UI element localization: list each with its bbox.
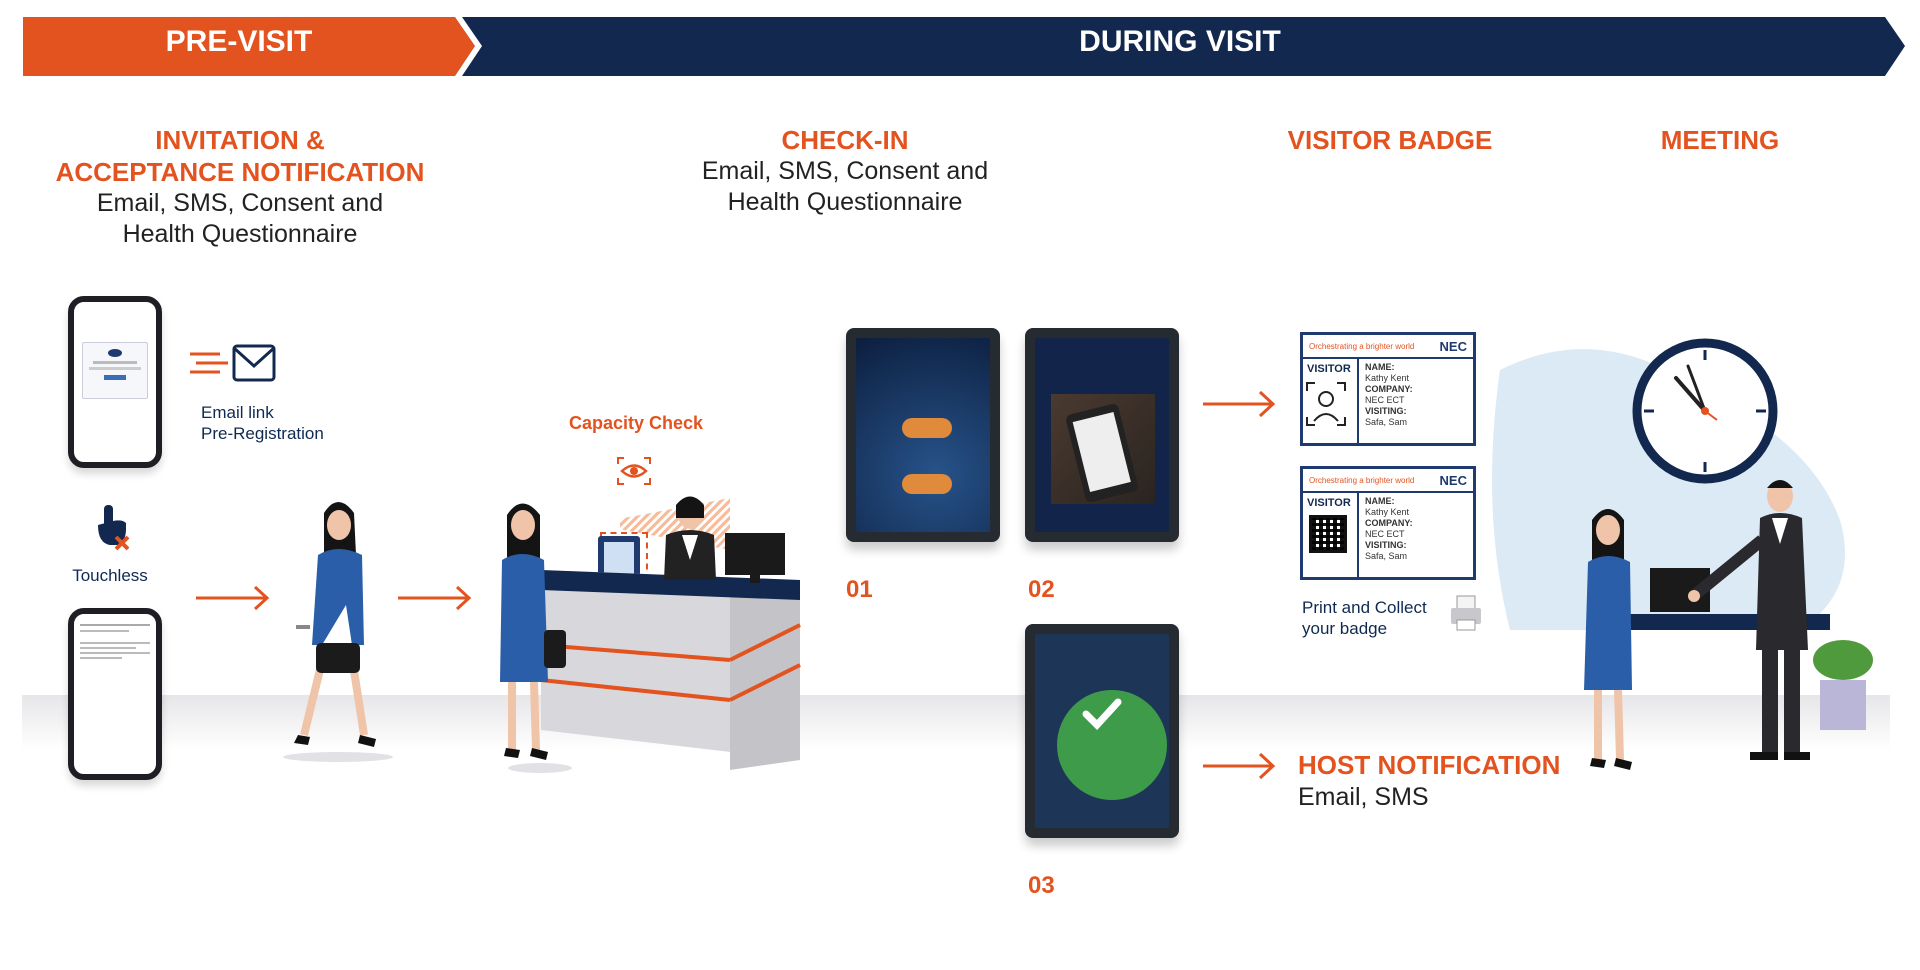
host-notification-sub: Email, SMS <box>1298 783 1429 811</box>
touchless-label: Touchless <box>72 566 148 585</box>
capacity-check-label: Capacity Check <box>568 413 704 433</box>
print-collect-line1: Print and Collect <box>1302 598 1427 617</box>
visitor-badge-face: Orchestrating a brighter world NEC VISIT… <box>1300 332 1476 446</box>
arrow-tablet-to-host <box>1203 752 1276 780</box>
arrow-walker-to-desk <box>398 585 472 611</box>
visitor-badge-title: VISITOR BADGE <box>1287 125 1493 155</box>
step-02: 02 <box>1028 576 1055 603</box>
badge-visiting-value: Safa, Sam <box>1365 417 1408 427</box>
badge-qr-visiting-label: VISITING: <box>1365 540 1407 550</box>
invitation-section: INVITATION & ACCEPTANCE NOTIFICATION Ema… <box>40 124 440 250</box>
email-link-line2: Pre-Registration <box>201 424 324 443</box>
badge-qr-name-value: Kathy Kent <box>1365 507 1410 517</box>
meeting-title: MEETING <box>1660 125 1780 155</box>
email-link-line1: Email link <box>201 403 274 422</box>
envelope-icon <box>190 344 276 382</box>
tablet-checked-in-screen <box>1035 634 1169 828</box>
invitation-sub-line2: Health Questionnaire <box>122 220 358 248</box>
badge-qr-company-value: NEC ECT <box>1365 529 1405 539</box>
badge-company-value: NEC ECT <box>1365 395 1405 405</box>
meeting-backdrop <box>1492 349 1845 630</box>
during-visit-label: DURING VISIT <box>1079 25 1281 58</box>
host-notification-title: HOST NOTIFICATION <box>1298 750 1561 780</box>
badge-qr-tagline: Orchestrating a brighter world <box>1309 475 1415 485</box>
badge-visiting-label: VISITING: <box>1365 406 1407 416</box>
tablet-welcome <box>846 328 1000 542</box>
invitation-sub-line1: Email, SMS, Consent and <box>96 189 384 217</box>
phone-confirmation <box>68 608 162 780</box>
email-link-text: Email link Pre-Registration <box>201 402 324 444</box>
badge-tagline: Orchestrating a brighter world <box>1309 341 1415 351</box>
phone-registration <box>68 296 162 468</box>
touch-hand-icon <box>98 505 130 551</box>
during-visit-banner <box>455 17 1905 76</box>
checkin-sub-line1: Email, SMS, Consent and <box>701 157 989 185</box>
badge-name-value: Kathy Kent <box>1365 373 1410 383</box>
visitor-badge-qr: Orchestrating a brighter world NEC VISIT… <box>1300 466 1476 580</box>
step-01: 01 <box>846 576 873 603</box>
invitation-title-line2: ACCEPTANCE NOTIFICATION <box>55 157 425 187</box>
tablet-qr-scan <box>1025 328 1179 542</box>
checkin-title: CHECK-IN <box>781 125 909 155</box>
printer-icon <box>1451 595 1481 631</box>
host-notification-section: HOST NOTIFICATION Email, SMS <box>1298 750 1560 812</box>
meeting-scene <box>1492 349 1873 770</box>
badge-visitor-label: VISITOR <box>1307 363 1351 375</box>
banner-bar <box>23 17 1905 76</box>
clock-icon <box>1632 338 1778 484</box>
tablet-checked-in <box>1025 624 1179 838</box>
badge-qr-company-label: COMPANY: <box>1365 518 1413 528</box>
walking-visitor <box>283 502 393 762</box>
face-icon <box>1306 382 1346 426</box>
badge-qr-brand: NEC <box>1439 472 1467 488</box>
badge-name-label: NAME: <box>1365 362 1395 372</box>
badge-qr-visiting-value: Safa, Sam <box>1365 551 1408 561</box>
step-03: 03 <box>1028 872 1055 899</box>
eye-icon <box>617 457 651 485</box>
print-collect-line2: your badge <box>1302 619 1388 638</box>
print-collect-text: Print and Collect your badge <box>1302 597 1427 639</box>
tablet-qr-scan-screen <box>1035 338 1169 532</box>
arrow-phone-to-walker <box>196 585 270 611</box>
badge-qr-visitor-label: VISITOR <box>1307 497 1351 509</box>
floor <box>22 695 1890 750</box>
tablet-welcome-screen <box>856 338 990 532</box>
checkin-sub-line2: Health Questionnaire <box>727 188 963 216</box>
badge-company-label: COMPANY: <box>1365 384 1413 394</box>
pre-visit-banner <box>23 17 475 76</box>
checkin-section: CHECK-IN Email, SMS, Consent and Health … <box>645 124 1045 218</box>
arrow-tablet-to-badge <box>1203 390 1276 418</box>
phone-registration-form <box>82 342 148 399</box>
invitation-title-line1: INVITATION & <box>155 125 325 155</box>
check-icon <box>1082 698 1122 730</box>
badge-brand: NEC <box>1439 338 1467 354</box>
phone-confirmation-text <box>80 624 150 659</box>
badge-qr-name-label: NAME: <box>1365 496 1395 506</box>
pre-visit-banner-edge <box>455 17 482 76</box>
pre-visit-label: PRE-VISIT <box>165 25 313 58</box>
qr-code-icon <box>1309 515 1347 553</box>
